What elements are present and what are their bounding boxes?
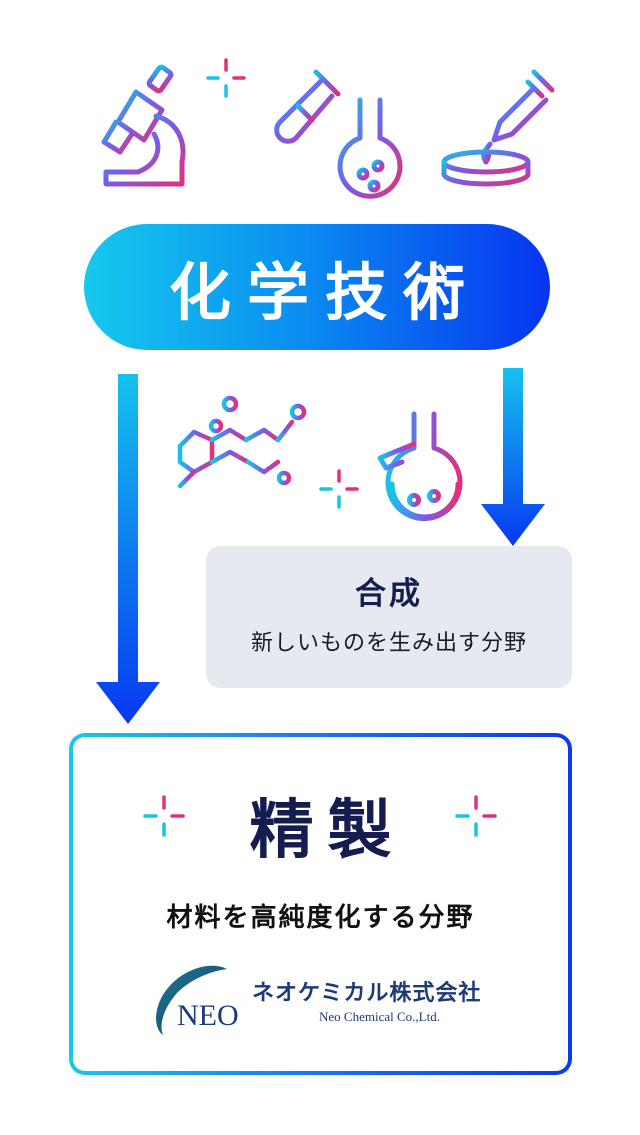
purification-title: 精製	[249, 794, 406, 868]
company-name-en: Neo Chemical Co.,Ltd.	[319, 1009, 440, 1024]
logo-text: NEO	[177, 999, 239, 1032]
company-name-jp: ネオケミカル株式会社	[252, 980, 482, 1006]
sparkle-icon	[143, 795, 185, 837]
flask-icon	[377, 411, 463, 522]
synthesis-box: 合成 新しいものを生み出す分野	[206, 546, 572, 688]
synthesis-title: 合成	[355, 576, 423, 612]
synthesis-description: 新しいものを生み出す分野	[250, 631, 527, 656]
sparkle-icon	[206, 58, 246, 98]
neo-chemical-logo: NEO	[156, 965, 239, 1035]
test-tube-icon	[274, 69, 341, 144]
banner-title: 化学技術	[168, 256, 481, 329]
purification-description: 材料を高純度化する分野	[166, 903, 475, 933]
arrow-down-icon	[481, 368, 545, 546]
purification-box: 精製 材料を高純度化する分野 NEO ネオケミカル株式会社 Neo Chemic…	[69, 733, 572, 1075]
petri-dish-dropper-icon	[441, 69, 555, 187]
sparkle-icon	[319, 469, 359, 509]
arrow-down-icon	[96, 374, 160, 724]
chemical-technology-banner: 化学技術	[84, 224, 550, 350]
microscope-icon	[101, 64, 186, 187]
molecule-icon	[177, 395, 307, 493]
sparkle-icon	[455, 795, 497, 837]
round-flask-icon	[337, 97, 403, 199]
